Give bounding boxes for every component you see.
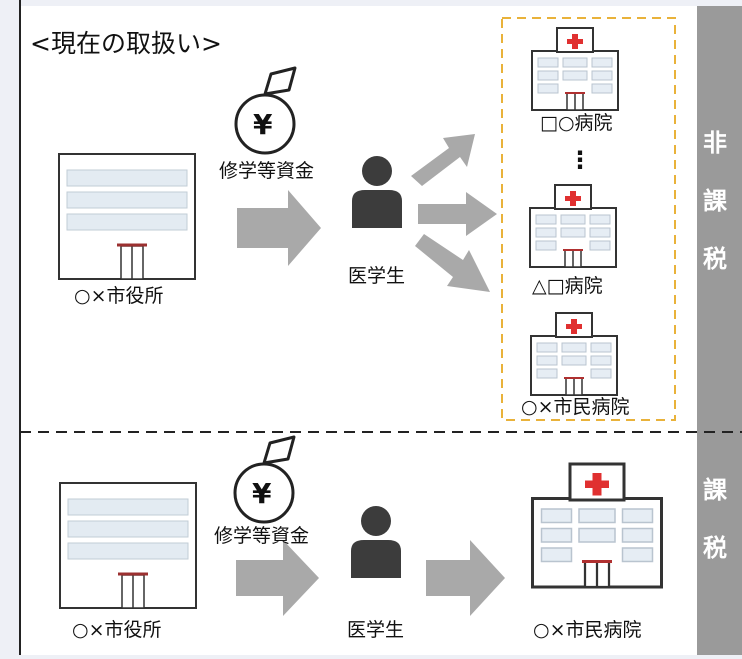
student-label: 医学生 — [347, 619, 405, 641]
arrow-upright-icon — [411, 134, 475, 186]
arrow-right-icon — [236, 540, 319, 616]
city-office-icon — [58, 481, 198, 610]
current-section-heading: <現在の取扱い> — [30, 29, 222, 58]
arrow-right-icon — [418, 192, 497, 236]
tax-status-char: 税 — [703, 245, 727, 273]
hospital-label: ○×市民病院 — [521, 396, 630, 418]
arrow-downright-icon — [415, 234, 490, 292]
funds-label: 修学等資金 — [219, 160, 315, 182]
arrow-right-icon — [237, 190, 321, 266]
tax-status-sidebar — [697, 6, 742, 655]
student-label: 医学生 — [348, 265, 406, 287]
ellipsis: ⋮ — [568, 146, 592, 174]
tax-status-char: 課 — [703, 187, 727, 215]
funds-label: 修学等資金 — [214, 525, 310, 547]
hospital-label: ○×市民病院 — [533, 619, 642, 641]
yen-symbol: ¥ — [252, 477, 272, 510]
tax-status-char: 税 — [703, 534, 727, 562]
yen-symbol: ¥ — [253, 108, 273, 141]
hospital-label: □○病院 — [540, 112, 613, 134]
arrow-right-icon — [426, 540, 505, 616]
city-office-icon — [57, 152, 197, 281]
hospital-label: △□病院 — [532, 275, 603, 297]
tax-status-char: 非 — [703, 129, 727, 157]
city-office-label: ○×市役所 — [74, 285, 164, 307]
accepting-hospitals-box — [501, 17, 676, 421]
city-office-label: ○×市役所 — [72, 619, 162, 641]
tax-status-char: 課 — [703, 476, 727, 504]
